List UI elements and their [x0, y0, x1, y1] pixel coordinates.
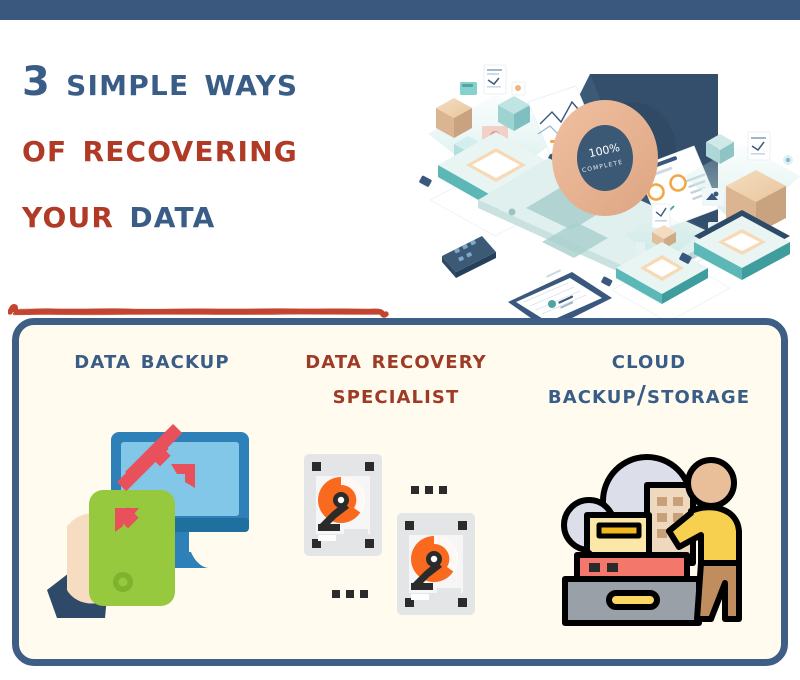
- method-column-data-backup: Data backup: [27, 343, 277, 653]
- title-line-2: of Recovering: [22, 128, 397, 168]
- sync-arrows: [115, 424, 195, 533]
- method-heading-cloud-backup-storage: Cloud backup/storage: [547, 345, 751, 409]
- title-line-1-text: 3 Simple Ways: [22, 59, 299, 105]
- green-mobile-device: [89, 490, 175, 607]
- person: [666, 456, 742, 622]
- data-cube: [436, 98, 472, 138]
- data-cube: [498, 96, 530, 131]
- header-illustration: 100% COMPLETE: [400, 40, 800, 338]
- isometric-laptop: 100% COMPLETE: [478, 74, 721, 286]
- methods-panel: Data backup: [12, 318, 788, 666]
- donut-percent-label: 100%: [588, 141, 621, 160]
- method-column-data-recovery-specialist: Data recovery specialist: [271, 343, 521, 653]
- title-line-3-red-text: Your: [22, 191, 115, 237]
- clipboard: [508, 269, 612, 330]
- title-line-2-text: of Recovering: [22, 125, 298, 171]
- file-drawer: [562, 575, 702, 626]
- brush-underline: [7, 303, 390, 318]
- method-column-cloud-backup-storage: Cloud backup/storage: [515, 343, 783, 653]
- title-line-3-blue-text: Data: [129, 191, 216, 237]
- title-line-3: Your Data: [22, 194, 397, 234]
- hard-drive-1: [304, 453, 382, 556]
- method-heading-data-recovery-specialist: Data recovery specialist: [305, 345, 487, 409]
- progress-donut-chart: 100% COMPLETE: [552, 100, 658, 216]
- methods-columns: Data backup: [19, 325, 781, 659]
- scanner-pad-right: [679, 131, 800, 280]
- top-accent-bar: [0, 0, 800, 20]
- bottom-white-strip: [0, 666, 800, 680]
- hard-drive-2: [397, 512, 475, 615]
- title-line-1: 3 Simple Ways: [22, 62, 397, 102]
- ellipsis-dots-bottom: [332, 589, 368, 598]
- page-title: 3 Simple Ways of Recovering Your Data: [22, 62, 397, 234]
- cloud-storage-person-icon: [515, 426, 783, 653]
- method-heading-data-backup: Data backup: [74, 345, 230, 374]
- ellipsis-dots-top: [411, 485, 447, 494]
- hard-disk-drives-icon: [271, 426, 521, 653]
- header-section: 3 Simple Ways of Recovering Your Data: [0, 20, 800, 338]
- smartphone: [442, 236, 496, 278]
- hand-holding-device-sync-monitor-icon: [27, 392, 277, 654]
